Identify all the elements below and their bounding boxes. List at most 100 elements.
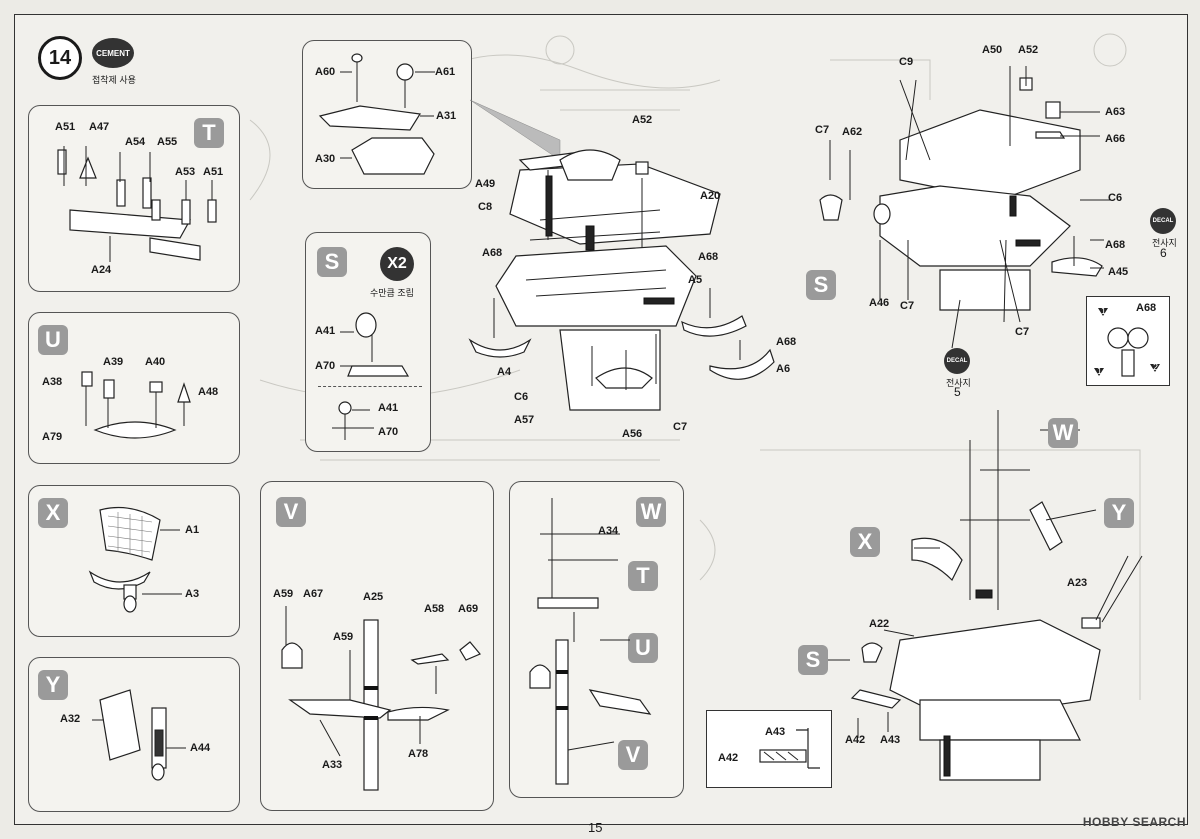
decal-num-5: 5 — [954, 385, 961, 399]
label-c-a20: A20 — [700, 190, 721, 202]
label-a51-left: A51 — [55, 121, 76, 133]
label-a54: A54 — [125, 136, 146, 148]
label-c-a68-right: A68 — [698, 251, 719, 263]
label-a59-left: A59 — [273, 588, 294, 600]
label-rb-a42: A42 — [845, 734, 866, 746]
cement-note: 접착제 사용 — [92, 75, 136, 85]
label-a69: A69 — [458, 603, 479, 615]
cement-icon: CEMENT — [92, 38, 134, 68]
label-r-c7-top: C7 — [815, 124, 830, 136]
x2-badge: X2 — [380, 247, 414, 281]
label-c-a68-left: A68 — [482, 247, 503, 259]
label-a58: A58 — [424, 603, 445, 615]
label-a41-top: A41 — [315, 325, 336, 337]
label-c-c8: C8 — [478, 201, 493, 213]
label-c-a57: A57 — [514, 414, 535, 426]
inset-mark-2: 2 — [1153, 362, 1159, 372]
label-r-a62: A62 — [842, 126, 863, 138]
tag-s: S — [317, 247, 347, 277]
label-r-a45: A45 — [1108, 266, 1129, 278]
tag-w-u: U — [628, 633, 658, 663]
decal-note-5: 전사지 — [946, 378, 971, 388]
tag-rb-s: S — [798, 645, 828, 675]
label-r-a68: A68 — [1105, 239, 1126, 251]
label-rb-a43: A43 — [880, 734, 901, 746]
label-c-a56: A56 — [622, 428, 643, 440]
tag-rb-x: X — [850, 527, 880, 557]
label-a53: A53 — [175, 166, 196, 178]
tag-w-v: V — [618, 740, 648, 770]
decal-icon-5: DECAL — [944, 348, 970, 374]
label-c-a68-lower: A68 — [776, 336, 797, 348]
watermark: HOBBY SEARCH — [1082, 815, 1186, 829]
label-c-a52: A52 — [632, 114, 653, 126]
label-r-c9: C9 — [899, 56, 914, 68]
label-c-a4: A4 — [497, 366, 512, 378]
label-r-a63: A63 — [1105, 106, 1126, 118]
label-c-a6: A6 — [776, 363, 791, 375]
label-a32: A32 — [60, 713, 81, 725]
decal-note-6: 전사지 — [1152, 238, 1177, 248]
label-a3: A3 — [185, 588, 200, 600]
label-a25: A25 — [363, 591, 384, 603]
label-a39: A39 — [103, 356, 124, 368]
decal-num-6: 6 — [1160, 246, 1167, 260]
label-c-a49: A49 — [475, 178, 496, 190]
label-rb-a22: A22 — [869, 618, 890, 630]
label-a67: A67 — [303, 588, 324, 600]
label-c-c6: C6 — [514, 391, 529, 403]
label-r-a66: A66 — [1105, 133, 1126, 145]
label-inset-a43: A43 — [765, 726, 786, 738]
a42-a43-inset — [706, 710, 832, 788]
label-a61: A61 — [435, 66, 456, 78]
label-a34: A34 — [598, 525, 619, 537]
label-a60: A60 — [315, 66, 336, 78]
label-r-a50: A50 — [982, 44, 1003, 56]
label-r-a46: A46 — [869, 297, 890, 309]
tag-v: V — [276, 497, 306, 527]
label-a38: A38 — [42, 376, 63, 388]
step-number-badge: 14 — [38, 36, 82, 80]
label-a55: A55 — [157, 136, 178, 148]
tag-w: W — [636, 497, 666, 527]
label-a48: A48 — [198, 386, 219, 398]
label-r-c7-mid: C7 — [900, 300, 915, 312]
label-a30: A30 — [315, 153, 336, 165]
decal-icon-6: DECAL — [1150, 208, 1176, 234]
inset-mark-1-top: 1 — [1101, 306, 1107, 316]
label-a44: A44 — [190, 742, 211, 754]
label-inset-a68: A68 — [1136, 302, 1157, 314]
label-a78: A78 — [408, 748, 429, 760]
tag-t: T — [194, 118, 224, 148]
label-a33: A33 — [322, 759, 343, 771]
label-a79: A79 — [42, 431, 63, 443]
label-c-a5: A5 — [688, 274, 703, 286]
tag-u: U — [38, 325, 68, 355]
label-a31: A31 — [436, 110, 457, 122]
tag-rb-w: W — [1048, 418, 1078, 448]
inset-mark-1-bottom: 1 — [1097, 366, 1103, 376]
label-a40: A40 — [145, 356, 166, 368]
tag-rb-y: Y — [1104, 498, 1134, 528]
page-number: 15 — [588, 820, 603, 835]
label-rb-a23: A23 — [1067, 577, 1088, 589]
label-inset-a42: A42 — [718, 752, 739, 764]
label-a59-mid: A59 — [333, 631, 354, 643]
label-r-c7-right: C7 — [1015, 326, 1030, 338]
label-a70-bottom: A70 — [378, 426, 399, 438]
label-a24: A24 — [91, 264, 112, 276]
label-c-c7: C7 — [673, 421, 688, 433]
label-r-c6: C6 — [1108, 192, 1123, 204]
